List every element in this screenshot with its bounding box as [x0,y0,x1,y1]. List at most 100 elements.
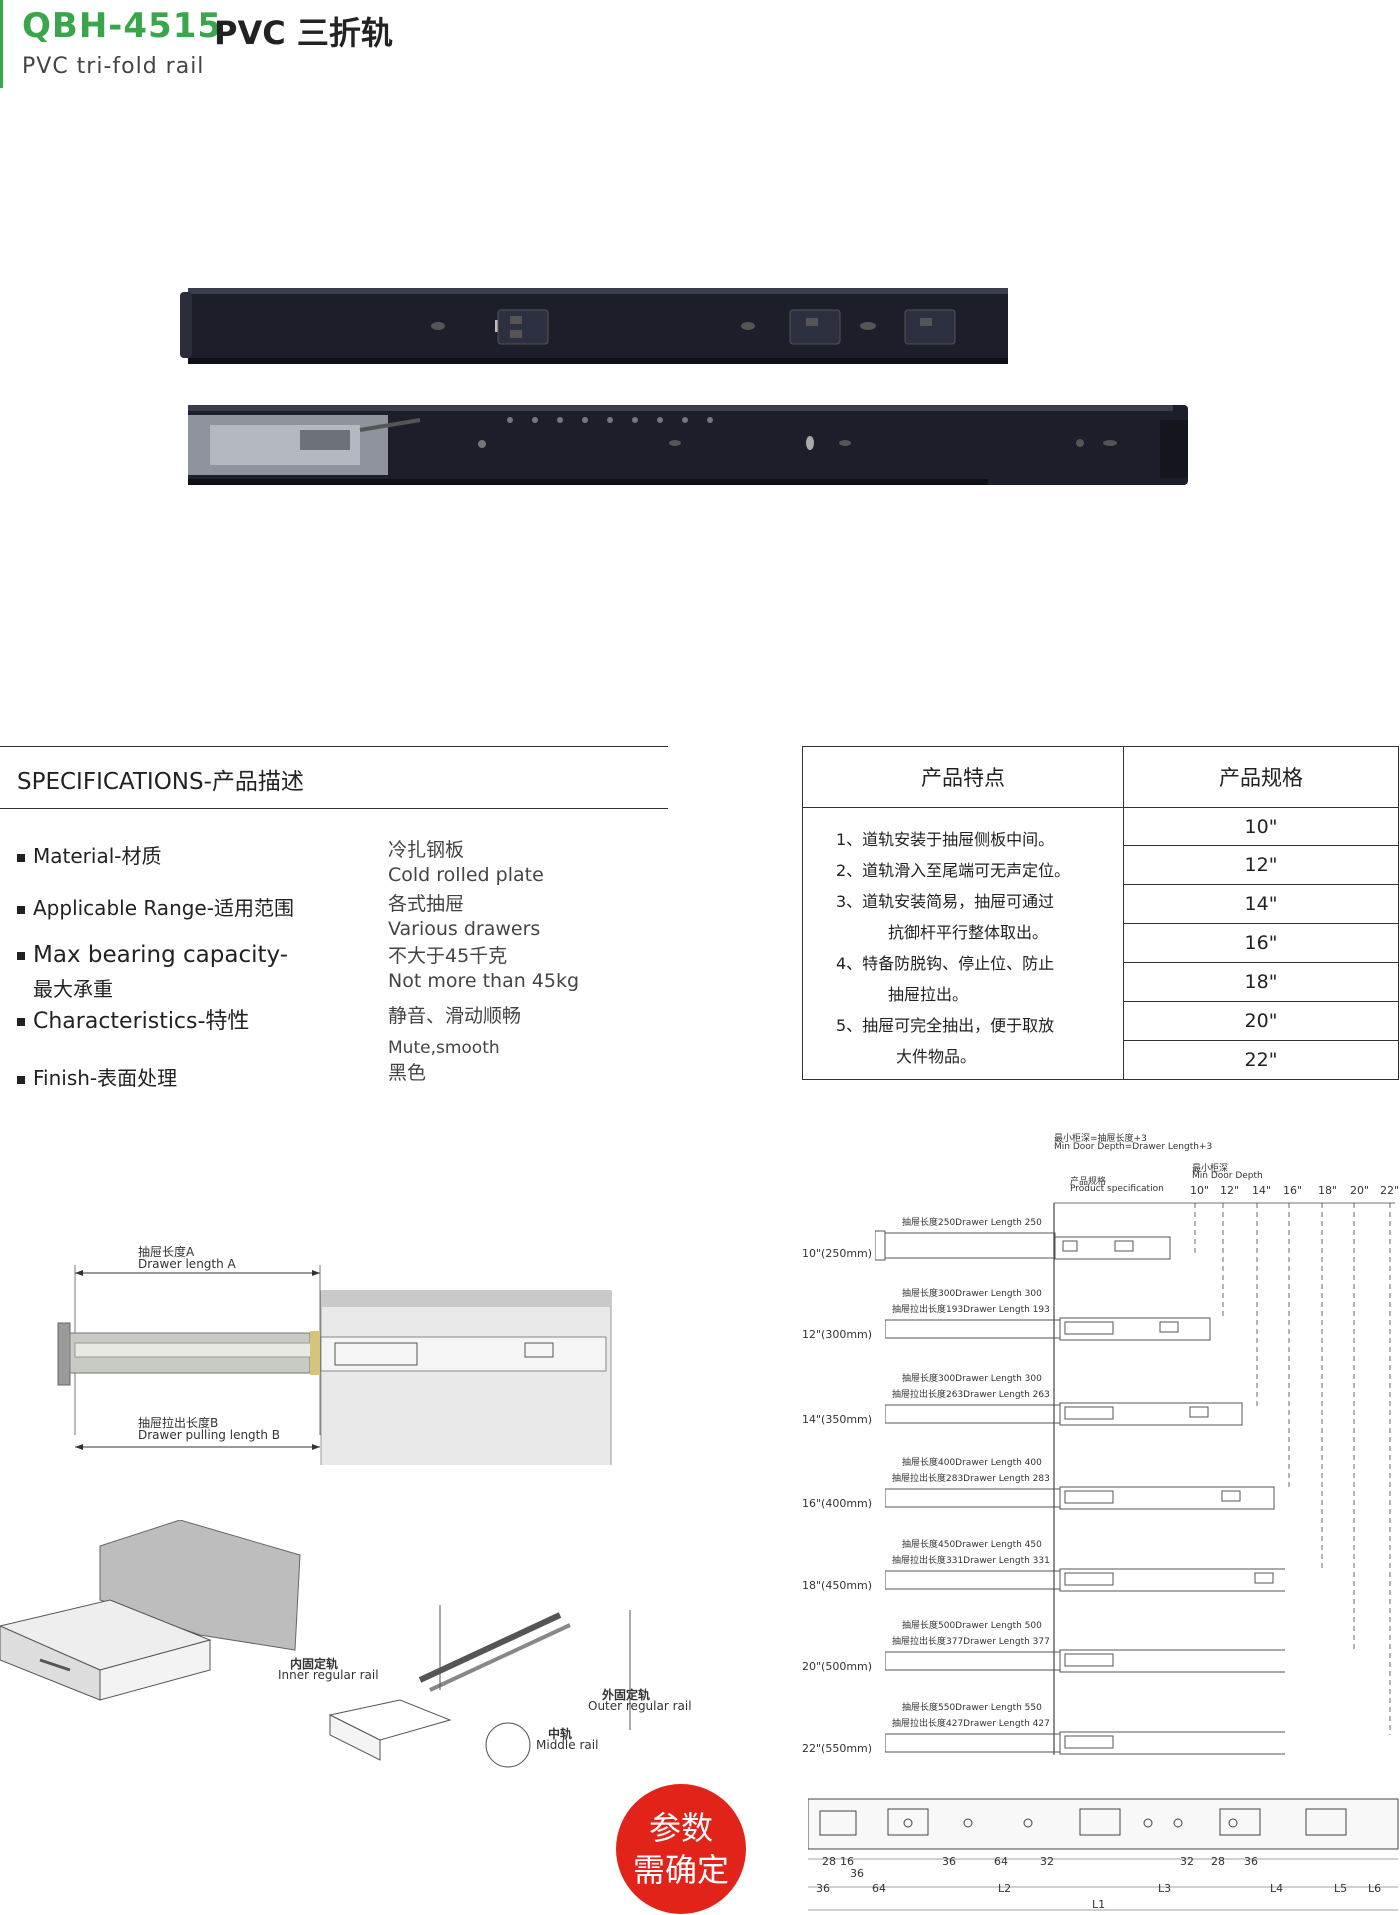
spec-label-cn: 产品规格 [1070,1177,1107,1187]
length-b-cn: 抽屉拉出长度B [138,1416,219,1430]
size-cell: 18" [1123,962,1399,1002]
row-pull: 抽屉拉出长度193Drawer Length 193 [892,1305,1050,1315]
top-size: 12" [1220,1184,1240,1197]
row-size-label: 14"(350mm) [802,1413,873,1426]
row-length: 抽屉长度250Drawer Length 250 [902,1218,1042,1228]
row-size-label: 18"(450mm) [802,1579,873,1592]
top-size: 22" [1380,1184,1400,1197]
size-cell: 22" [1123,1040,1399,1080]
row-size-label: 16"(400mm) [802,1497,873,1510]
feature-line: 3、道轨安装简易，抽屉可通过 [836,892,1055,911]
top-size: 10" [1190,1184,1210,1197]
dim-label: 16 [840,1855,854,1868]
dim-label: 28 [1211,1855,1225,1868]
model-number: QBH-4515 [22,6,223,46]
feature-line: 5、抽屉可完全抽出，便于取放 [836,1016,1055,1035]
top-size-labels: 10" 12" 14" 16" 18" 20" 22" [1188,1184,1400,1198]
dim-label: 32 [1180,1855,1194,1868]
dim-label: L6 [1368,1882,1382,1895]
row-pull: 抽屉拉出长度427Drawer Length 427 [892,1719,1050,1729]
dim-label: 64 [994,1855,1008,1868]
size-row: 抽屉长度250Drawer Length 250 10"(250mm) [800,1215,1400,1275]
dim-label: L5 [1334,1882,1348,1895]
dim-label: 28 [822,1855,836,1868]
spec-finish-value: 黑色 [388,1062,427,1084]
outer-rail-label-en: Outer regular rail [588,1699,692,1713]
drawer-length-diagram [57,1265,612,1465]
top-size: 14" [1252,1184,1272,1197]
middle-rail-label-en: Middle rail [536,1738,599,1752]
spec-capacity-label-cn: 最大承重 [33,977,113,1001]
size-row: 抽屉长度550Drawer Length 550 抽屉拉出长度427Drawer… [800,1700,1400,1760]
spec-material-label: Material-材质 [17,840,161,869]
row-length: 抽屉长度300Drawer Length 300 [902,1289,1042,1299]
spec-characteristics-value-en: Mute,smooth [388,1038,500,1058]
size-cell: 16" [1123,923,1399,963]
feature-line: 1、道轨安装于抽屉侧板中间。 [836,830,1055,849]
spec-capacity-label: Max bearing capacity- [17,942,288,968]
row-pull: 抽屉拉出长度331Drawer Length 331 [892,1556,1050,1566]
spec-rule-bottom [0,808,668,809]
middle-rail-label-cn: 中轨 [548,1727,573,1741]
installation-diagram [0,1520,631,1768]
feature-spec-table: 产品特点 产品规格 1、道轨安装于抽屉侧板中间。 2、道轨滑入至尾端可无声定位。… [802,746,1399,1080]
top-size: 18" [1318,1184,1338,1197]
dim-label: L3 [1158,1882,1172,1895]
table-header-features: 产品特点 [802,746,1124,808]
feature-line: 2、道轨滑入至尾端可无声定位。 [836,861,1071,880]
row-length: 抽屉长度400Drawer Length 400 [902,1458,1042,1468]
badge-line2: 需确定 [632,1851,729,1889]
features-cell: 1、道轨安装于抽屉侧板中间。 2、道轨滑入至尾端可无声定位。 3、道轨安装简易，… [802,807,1124,1080]
spec-label-en: Product specification [1070,1184,1164,1194]
spec-characteristics-value-cn: 静音、滑动顺畅 [388,1005,522,1027]
spec-finish-label: Finish-表面处理 [17,1062,177,1091]
dim-label: 36 [850,1867,864,1880]
dim-label: 64 [872,1882,886,1895]
length-a-cn: 抽屉长度A [138,1245,195,1259]
row-size-label: 22"(550mm) [802,1742,873,1755]
row-pull: 抽屉拉出长度377Drawer Length 377 [892,1637,1050,1647]
feature-line: 抗御杆平行整体取出。 [888,923,1049,942]
min-depth-formula-en: Min Door Depth=Drawer Length+3 [1054,1142,1213,1152]
spec-title: SPECIFICATIONS-产品描述 [17,769,304,795]
table-header-sizes: 产品规格 [1123,746,1399,808]
row-length: 抽屉长度500Drawer Length 500 [902,1621,1042,1631]
spec-characteristics-label: Characteristics-特性 [17,1003,249,1035]
size-row: 抽屉长度300Drawer Length 300 抽屉拉出长度263Drawer… [800,1371,1400,1431]
size-row: 抽屉长度300Drawer Length 300 抽屉拉出长度193Drawer… [800,1286,1400,1346]
inner-rail-label-cn: 内固定轨 [290,1657,339,1671]
dim-label: 36 [816,1882,830,1895]
feature-line: 大件物品。 [896,1047,977,1066]
dim-label: L1 [1092,1898,1106,1911]
row-length: 抽屉长度300Drawer Length 300 [902,1374,1042,1384]
min-depth-formula-cn: 最小柜深=抽屉长度+3 [1054,1134,1147,1144]
product-name-en: PVC tri-fold rail [22,54,205,79]
row-pull: 抽屉拉出长度263Drawer Length 263 [892,1390,1050,1400]
row-pull: 抽屉拉出长度283Drawer Length 283 [892,1474,1050,1484]
row-size-label: 12"(300mm) [802,1328,873,1341]
rail-product-image [180,288,1188,485]
size-cell: 14" [1123,884,1399,924]
outer-rail-label-cn: 外固定轨 [602,1688,651,1702]
size-cell: 12" [1123,845,1399,885]
size-cell: 10" [1123,807,1399,846]
dim-label: 36 [1244,1855,1258,1868]
size-row: 抽屉长度450Drawer Length 450 抽屉拉出长度331Drawer… [800,1537,1400,1597]
row-length: 抽屉长度550Drawer Length 550 [902,1703,1042,1713]
spec-range-label: Applicable Range-适用范围 [17,892,294,921]
accent-bar [0,0,3,88]
length-b-en: Drawer pulling length B [138,1428,281,1442]
top-size: 20" [1350,1184,1370,1197]
dim-label: L2 [998,1882,1012,1895]
feature-line: 4、特备防脱钩、停止位、防止 [836,954,1055,973]
row-size-label: 20"(500mm) [802,1660,873,1673]
sizing-lines [1053,1202,1395,1755]
size-row: 抽屉长度400Drawer Length 400 抽屉拉出长度283Drawer… [800,1455,1400,1515]
inner-rail-label-en: Inner regular rail [278,1668,379,1682]
row-length: 抽屉长度450Drawer Length 450 [902,1540,1042,1550]
top-size: 16" [1283,1184,1303,1197]
min-depth-en: Min Door Depth [1192,1171,1263,1181]
dim-label: 32 [1040,1855,1054,1868]
